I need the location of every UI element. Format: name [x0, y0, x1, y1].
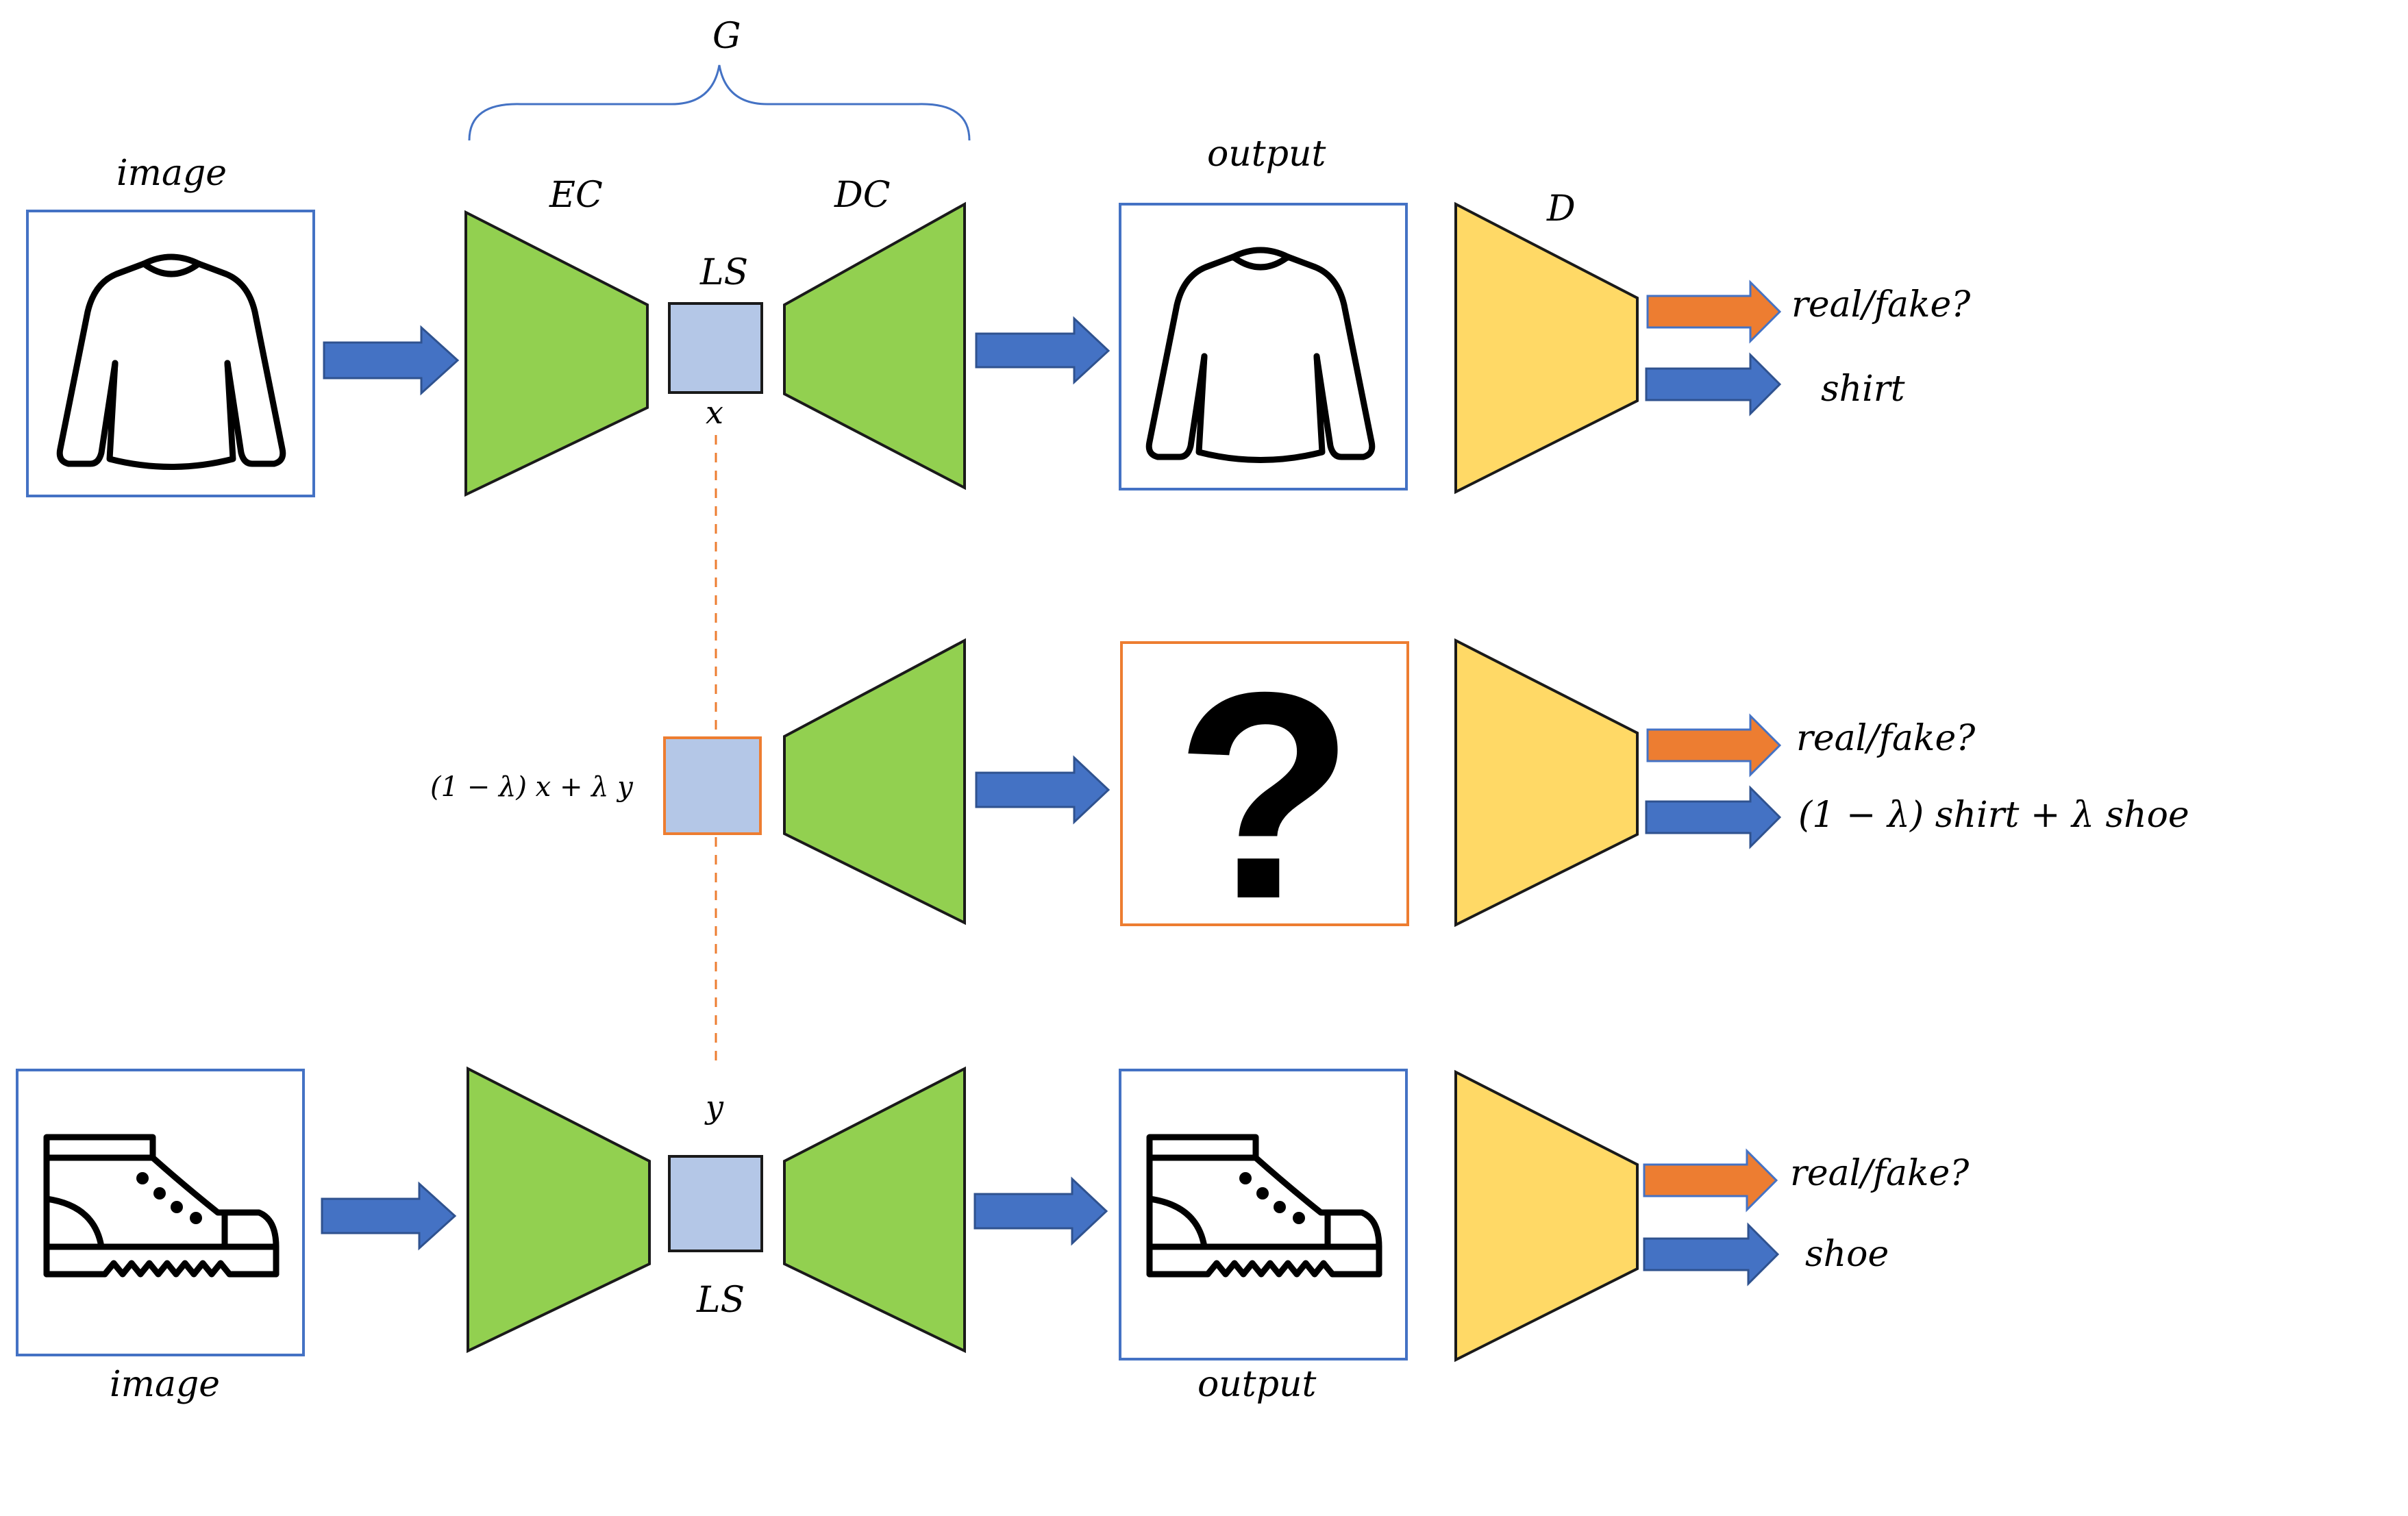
- real-fake-label-3: real/fake?: [1790, 1153, 1970, 1194]
- arrow-class-1: [1645, 352, 1782, 417]
- real-fake-label-2: real/fake?: [1796, 718, 1976, 759]
- mix-formula-label: (1 − λ) x + λ y: [430, 771, 634, 803]
- generator-label: G: [712, 16, 741, 57]
- arrow-input-to-encoder-1: [323, 325, 460, 396]
- arrow-class-3: [1643, 1222, 1780, 1287]
- discriminator-2: [1454, 638, 1639, 928]
- arrow-decoder-to-output-3: [973, 1176, 1108, 1246]
- encoder-label: EC: [549, 175, 603, 216]
- input-label-shirt: image: [116, 153, 227, 194]
- arrow-input-to-encoder-3: [321, 1181, 457, 1251]
- input-label-boot: image: [110, 1364, 220, 1405]
- arrow-real-fake-3: [1643, 1148, 1778, 1213]
- output-label-shirt: output: [1207, 134, 1326, 175]
- output-frame-mix: [1120, 641, 1409, 926]
- real-fake-label-1: real/fake?: [1791, 284, 1971, 325]
- arrow-decoder-to-output-2: [975, 755, 1110, 825]
- latent-x-label: x: [706, 394, 723, 431]
- output-frame-shirt: [1119, 203, 1408, 490]
- decoder-label: DC: [834, 175, 890, 216]
- latent-label-top: LS: [699, 252, 748, 293]
- arrow-decoder-to-output-1: [975, 316, 1110, 385]
- encoder-1: [464, 210, 649, 497]
- arrow-real-fake-2: [1646, 713, 1782, 778]
- input-frame-shirt: [26, 210, 315, 497]
- class-label-mix: (1 − λ) shirt + λ shoe: [1798, 795, 2189, 836]
- latent-box-x: [668, 302, 763, 394]
- latent-y-label: y: [704, 1089, 724, 1126]
- decoder-1: [783, 201, 966, 490]
- arrow-class-2: [1645, 785, 1782, 849]
- class-label-shirt: shirt: [1821, 369, 1905, 410]
- question-mark-icon: ?: [1175, 632, 1355, 960]
- latent-box-y: [668, 1155, 763, 1252]
- decoder-3: [783, 1066, 966, 1354]
- arrow-real-fake-1: [1646, 279, 1782, 344]
- generator-brace: [468, 64, 971, 141]
- latent-label-bottom: LS: [696, 1280, 745, 1321]
- latent-box-mix: [663, 736, 762, 835]
- class-label-shoe: shoe: [1805, 1234, 1889, 1275]
- discriminator-3: [1454, 1069, 1639, 1363]
- encoder-3: [467, 1066, 651, 1354]
- output-label-boot: output: [1197, 1364, 1316, 1405]
- decoder-2: [783, 638, 966, 925]
- discriminator-label: D: [1546, 188, 1576, 229]
- discriminator-1: [1454, 201, 1639, 495]
